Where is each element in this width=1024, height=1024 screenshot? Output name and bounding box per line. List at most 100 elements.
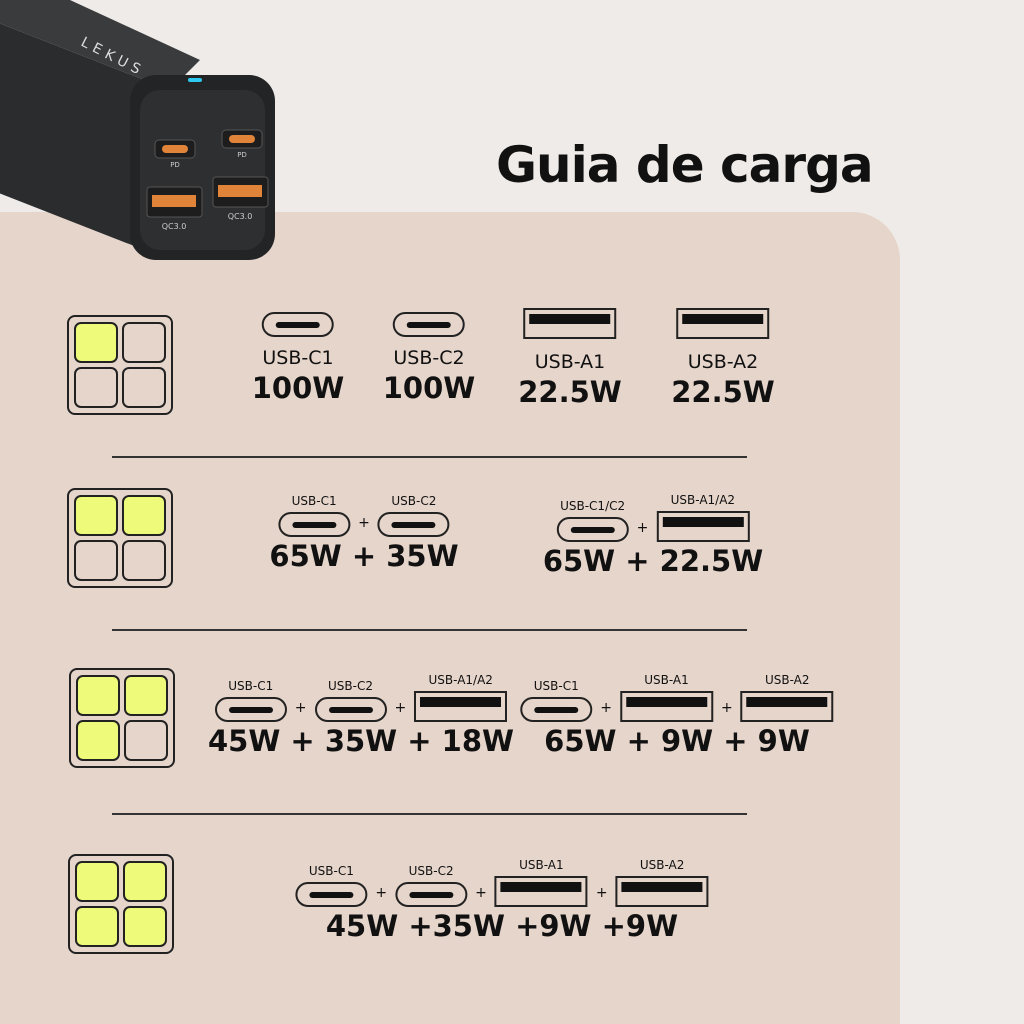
port-label: USB-A2	[639, 858, 685, 872]
divider	[112, 456, 747, 458]
port-label: USB-A2	[764, 673, 810, 687]
usb-a-port-icon	[620, 691, 713, 722]
usb-c-port-icon	[520, 697, 593, 722]
inactive-port-cell	[122, 540, 166, 581]
port: USB-A1/A2	[414, 673, 508, 722]
active-port-cell	[74, 322, 118, 363]
usb-c-port-icon	[295, 882, 368, 907]
power-output: 22.5W	[518, 375, 622, 409]
port-mark-pd: PD	[170, 161, 180, 169]
port-mark-qc: QC3.0	[162, 222, 187, 231]
active-port-cell	[124, 675, 168, 716]
inactive-port-cell	[74, 367, 118, 408]
port-label: USB-A1	[534, 351, 606, 373]
inactive-port-cell	[122, 367, 166, 408]
power-output: 65W + 22.5W	[542, 544, 764, 578]
port-label: USB-C1/C2	[560, 499, 626, 513]
plus-sign: +	[358, 515, 370, 531]
active-port-cell	[74, 495, 118, 536]
port-label: USB-C1	[262, 347, 334, 369]
port: USB-C2	[395, 864, 468, 907]
port-label: USB-C2	[393, 347, 465, 369]
port-combination: USB-C1 + USB-A1 + USB-A2 65W + 9W + 9W	[520, 673, 834, 758]
usb-c-port-icon	[214, 697, 287, 722]
port-label: USB-A1/A2	[670, 493, 736, 507]
plus-sign: +	[721, 700, 733, 716]
active-port-cell	[76, 675, 120, 716]
inactive-port-cell	[74, 540, 118, 581]
port: USB-C2	[314, 679, 387, 722]
usb-a-port-icon	[676, 308, 770, 339]
usb-a-port-icon	[740, 691, 834, 722]
port-combination: USB-C1/C2 + USB-A1/A2 65W + 22.5W	[543, 493, 763, 578]
divider	[112, 629, 747, 631]
port: USB-A2	[615, 858, 709, 907]
page-title: Guia de carga	[496, 136, 874, 194]
port-combination: USB-C1 + USB-C2 + USB-A1/A2 45W + 35W + 18W	[208, 673, 514, 758]
port: USB-A1	[494, 858, 588, 907]
port-label: USB-C1	[308, 864, 354, 878]
plus-sign: +	[375, 885, 388, 901]
usb-c-port-icon	[278, 512, 351, 537]
active-port-cell	[123, 861, 167, 902]
combo-ports: USB-C1+USB-C2+USB-A1+USB-A2	[295, 858, 709, 907]
usb-c-port-icon	[262, 312, 334, 337]
combo-ports: USB-C1+USB-C2	[278, 494, 450, 537]
combo-ports: USB-C1 + USB-A1 + USB-A2	[520, 673, 834, 722]
usb-c-port-icon	[556, 517, 629, 542]
usb-a-port-icon	[615, 876, 709, 907]
port: USB-C1	[520, 679, 593, 722]
usb-a-port-icon	[523, 308, 617, 339]
usb-a-port-icon	[494, 876, 588, 907]
port-label: USB-C2	[327, 679, 373, 693]
active-port-cell	[122, 495, 166, 536]
port-label: USB-A1	[644, 673, 689, 687]
port: USB-C2	[377, 494, 450, 537]
power-output: 100W	[382, 371, 476, 405]
divider	[112, 813, 747, 815]
plus-sign: +	[600, 700, 612, 716]
port-label: USB-C1	[228, 679, 274, 693]
port: USB-C1	[214, 679, 287, 722]
port-label: USB-A2	[687, 351, 759, 373]
inactive-port-cell	[122, 322, 166, 363]
port-label: USB-C1	[533, 679, 579, 693]
port-mark-pd: PD	[237, 151, 247, 159]
port: USB-A1	[620, 673, 713, 722]
plus-sign: +	[595, 885, 608, 901]
port-label: USB-A1	[519, 858, 564, 872]
power-output: 45W +35W +9W +9W	[325, 909, 679, 943]
port-grid-1	[67, 315, 173, 415]
port-grid-4	[68, 854, 174, 954]
usb-a-port-icon	[656, 511, 750, 542]
port-label: USB-A1/A2	[428, 673, 493, 687]
plus-sign: +	[636, 520, 649, 536]
inactive-port-cell	[124, 720, 168, 761]
active-port-cell	[75, 861, 119, 902]
usb-c-port-icon	[395, 882, 468, 907]
power-output: 45W + 35W + 18W	[207, 724, 515, 758]
combo-ports: USB-C1 + USB-C2 + USB-A1/A2	[214, 673, 508, 722]
usb-c-port-icon	[393, 312, 465, 337]
power-output: 65W + 9W + 9W	[544, 724, 810, 758]
usb-c-port-icon	[314, 697, 387, 722]
combo-ports: USB-C1/C2 + USB-A1/A2	[556, 493, 750, 542]
charger-product-image: PD PD QC3.0 QC3.0 LEKUS	[0, 0, 275, 260]
port-label: USB-C2	[408, 864, 454, 878]
plus-sign: +	[294, 700, 307, 716]
power-output: 22.5W	[671, 375, 775, 409]
active-port-cell	[75, 906, 119, 947]
plus-sign: +	[394, 700, 407, 716]
port: USB-A2	[740, 673, 834, 722]
port-label: USB-C2	[391, 494, 437, 508]
usb-a-port-icon	[414, 691, 508, 722]
port-grid-2	[67, 488, 173, 588]
port-mark-qc: QC3.0	[228, 212, 253, 221]
power-output: 65W + 35W	[269, 539, 459, 573]
